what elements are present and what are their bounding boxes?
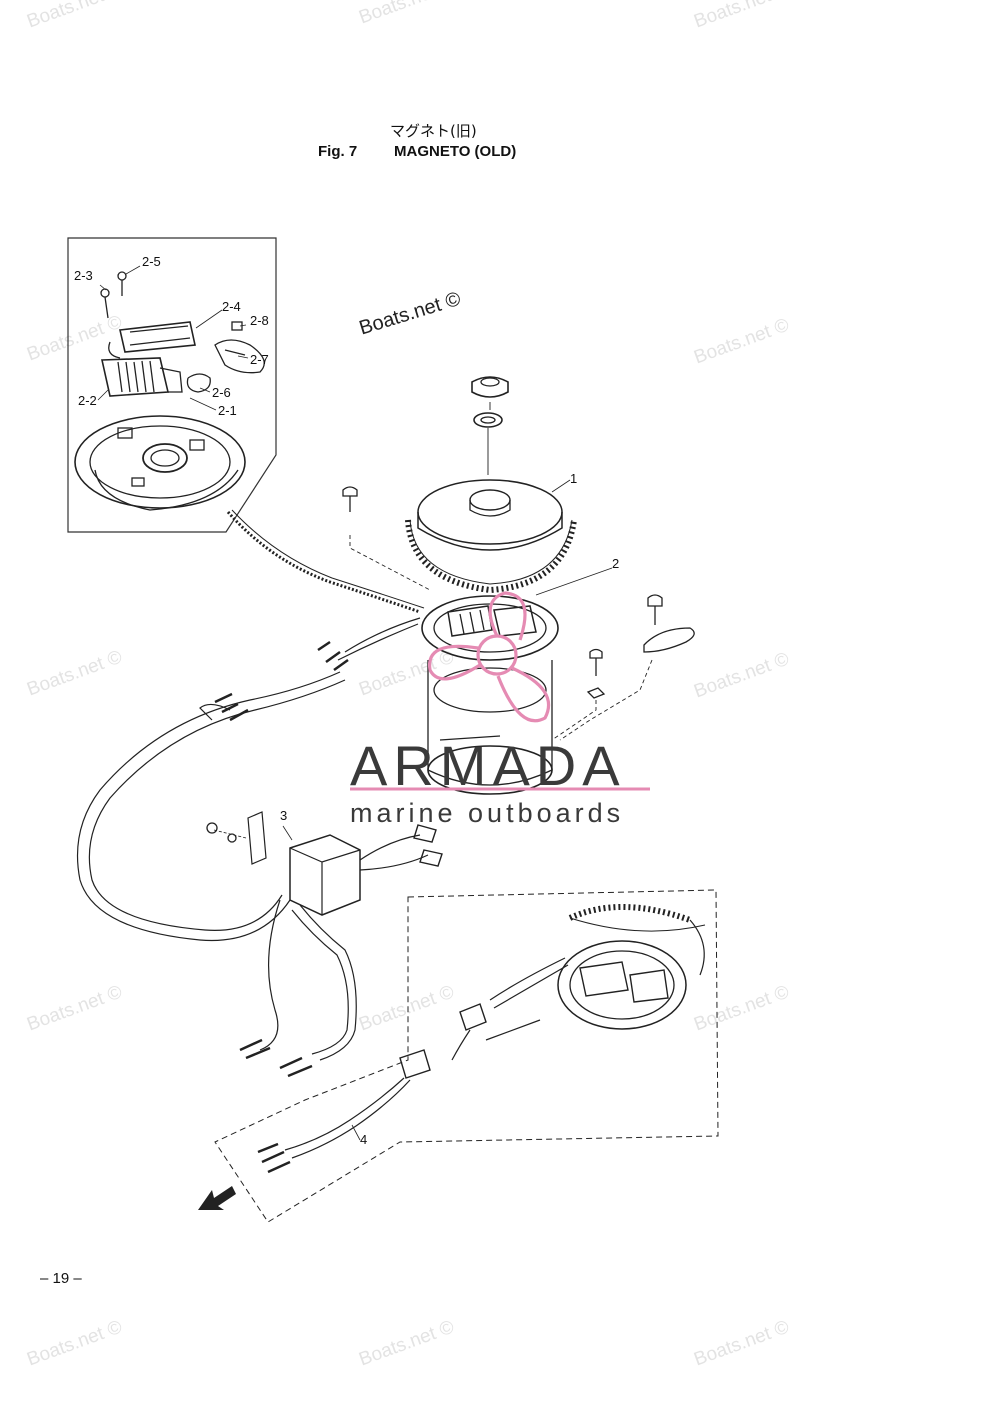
flywheel-nut <box>471 376 509 475</box>
extension-harness <box>257 1049 431 1174</box>
callout-2-4: 2-4 <box>222 299 241 314</box>
callout-2: 2 <box>612 556 620 571</box>
cdi-wires-lower <box>239 899 357 1078</box>
armada-logo-tagline: marine outboards <box>350 798 625 828</box>
callout-2-7: 2-7 <box>250 352 269 367</box>
page-number: – 19 – <box>40 1270 82 1287</box>
alt-connector <box>451 957 569 1061</box>
alt-stator <box>557 904 706 1030</box>
callout-2-1: 2-1 <box>218 403 237 418</box>
callout-2-5: 2-5 <box>142 254 161 269</box>
callout-2-6: 2-6 <box>212 385 231 400</box>
direction-arrow <box>198 1186 236 1210</box>
callout-4: 4 <box>360 1132 368 1147</box>
callout-2-2: 2-2 <box>78 393 97 408</box>
callout-1: 1 <box>570 471 578 486</box>
callout-2-8: 2-8 <box>250 313 269 328</box>
inset-screws <box>100 271 127 319</box>
screw-left <box>342 486 358 512</box>
inset-coil <box>108 321 196 359</box>
figure-number: Fig. 7 <box>318 143 358 160</box>
callout-3: 3 <box>280 808 288 823</box>
inset-charge-coil <box>101 357 183 397</box>
armada-logo-name: ARMADA <box>350 734 626 797</box>
clamp-screw-right <box>643 594 695 653</box>
armada-logo-mark <box>428 591 551 723</box>
small-screw-right <box>586 648 606 699</box>
callout-2-3: 2-3 <box>74 268 93 283</box>
figure-title: MAGNETO (OLD) <box>394 143 517 160</box>
flywheel <box>405 479 577 594</box>
main-wire-harness <box>77 671 346 942</box>
stator-connectors <box>317 617 421 672</box>
stator-assembly <box>421 595 559 661</box>
inset-frame <box>67 237 277 533</box>
cdi-unit <box>206 811 443 916</box>
alt-inset-frame <box>214 889 719 1223</box>
crankcase-mount <box>427 660 553 795</box>
title-japanese: マグネト(旧) <box>390 122 477 140</box>
inset-stator-base <box>74 415 246 511</box>
